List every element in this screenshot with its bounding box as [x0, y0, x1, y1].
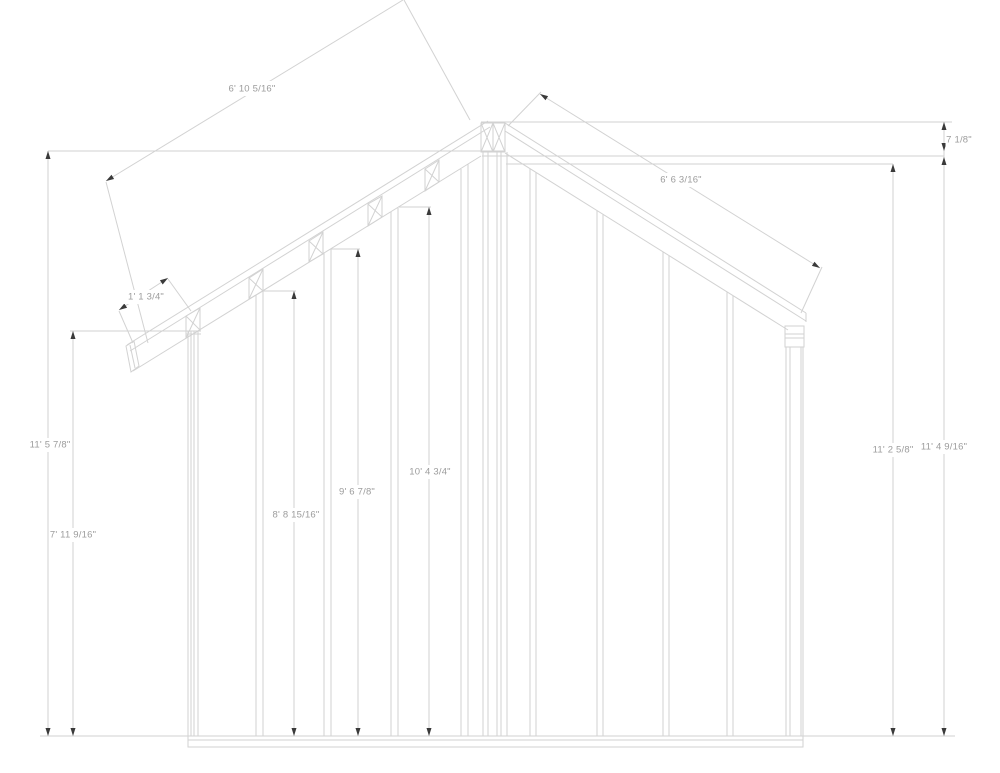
- dim-label-left-rafter-length: 6' 10 5/16": [228, 84, 275, 95]
- dim-label-gable-stud-1: 8' 8 15/16": [272, 510, 319, 521]
- dimension-right-roof-length: 6' 6 3/16": [507, 91, 823, 314]
- dim-label-left-overhang: 1' 1 3/4": [128, 292, 164, 303]
- dimension-left-rafter-length: 6' 10 5/16": [105, 0, 471, 344]
- dim-label-left-wall-height: 7' 11 9/16": [50, 530, 96, 541]
- dimension-gable-stud-2: 9' 6 7/8": [331, 248, 378, 736]
- dimension-gable-stud-1: 8' 8 15/16": [263, 290, 320, 736]
- right-roof: [504, 122, 807, 331]
- dimension-left-wall-height: 7' 11 9/16": [50, 331, 98, 736]
- left-wall: [186, 330, 201, 736]
- right-wall: [784, 325, 805, 736]
- gable-studs: [255, 164, 734, 736]
- dim-label-gable-stud-3: 10' 4 3/4": [409, 467, 451, 478]
- dimension-peak-height: 11' 5 7/8": [28, 151, 72, 736]
- dimension-right-ridge-inner: 11' 2 5/8": [871, 164, 915, 736]
- dim-label-right-ridge-outer: 11' 4 9/16": [921, 442, 967, 453]
- dimension-left-overhang: 1' 1 3/4": [118, 277, 192, 344]
- bottom-plate: [187, 735, 804, 748]
- dim-label-peak-height: 11' 5 7/8": [30, 440, 71, 451]
- dimension-right-ridge-outer: 11' 4 9/16": [920, 156, 968, 736]
- dim-label-right-ridge-inner: 11' 2 5/8": [873, 445, 914, 456]
- rafter-tail-end: [125, 340, 140, 373]
- left-rafter: [125, 120, 491, 373]
- dimension-peak-cap-offset: 7 1/8": [941, 122, 974, 156]
- dim-label-right-roof-length: 6' 6 3/16": [660, 175, 702, 186]
- rafter-blocking: [185, 159, 440, 339]
- right-top-plate: [784, 325, 805, 348]
- dim-label-gable-stud-2: 9' 6 7/8": [339, 487, 375, 498]
- dim-label-peak-cap-offset: 7 1/8": [946, 135, 972, 146]
- ridge-assembly: [480, 122, 508, 736]
- dimension-gable-stud-3: 10' 4 3/4": [398, 206, 453, 736]
